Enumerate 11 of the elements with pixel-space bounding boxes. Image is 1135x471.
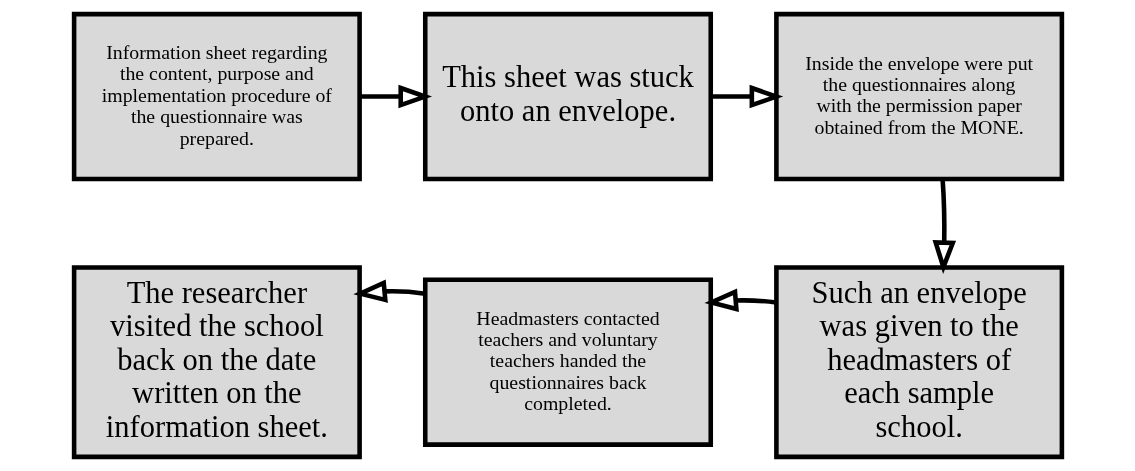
node-box: Information sheet regarding the content, purpose and implementation procedure of the questionnaire was prepared. xyxy=(71,11,362,182)
node-box: Headmasters contacted teachers and voluntary teachers handed the questionnaires back completed. xyxy=(422,277,713,447)
arrow xyxy=(932,178,956,275)
arrow xyxy=(352,279,425,303)
node-box: Such an envelope was given to the headmasters of each sample school. xyxy=(773,265,1064,460)
arrow xyxy=(359,84,432,109)
arrow xyxy=(710,84,783,109)
node-box: Inside the envelope were put the questionnaires along with the permission paper obtained from the MONE. xyxy=(773,11,1064,182)
arrow xyxy=(703,288,777,313)
node-box: The researcher visited the school back on the date written on the information sheet. xyxy=(71,265,362,460)
node-box: This sheet was stuck onto an envelope. xyxy=(422,11,713,182)
